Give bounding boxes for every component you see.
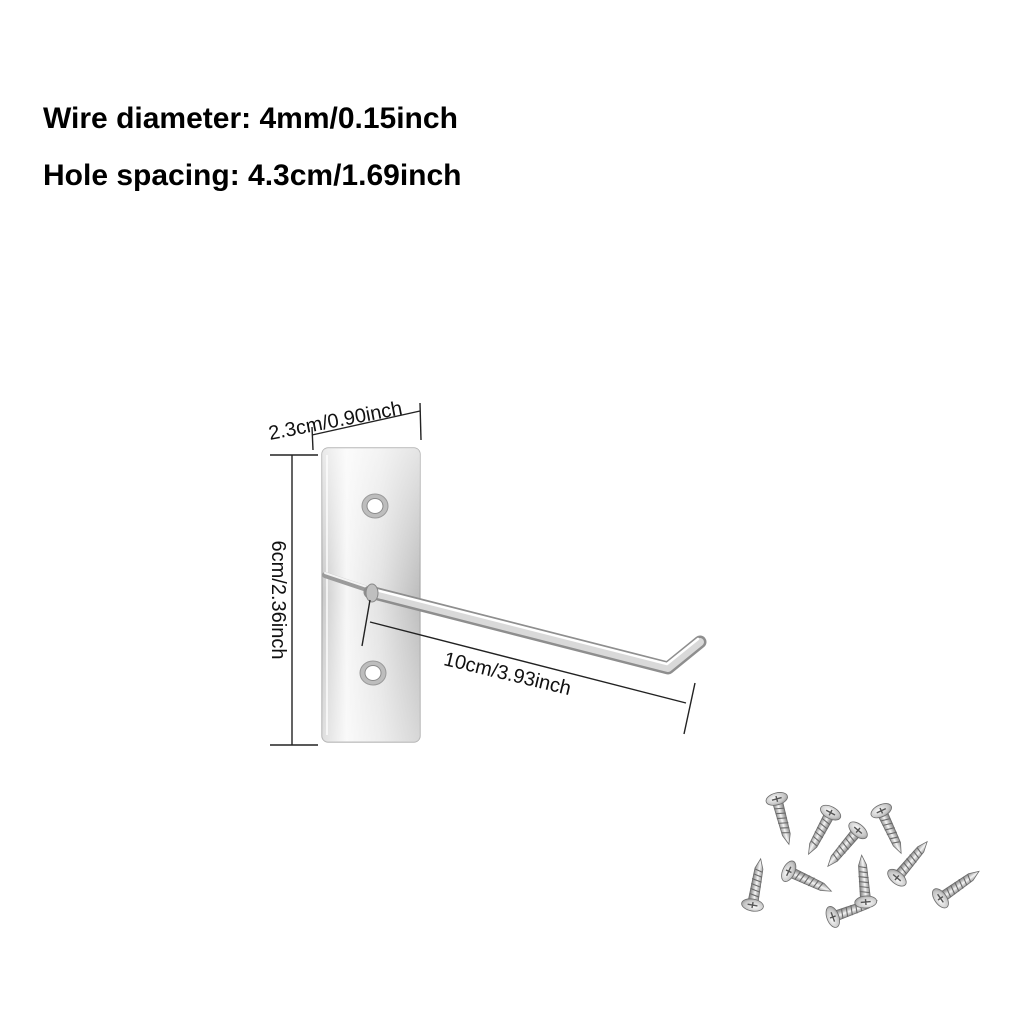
plate-width-label: 2.3cm/0.90inch: [267, 397, 404, 444]
mounting-screw-icon: [739, 789, 986, 931]
plate-height-label: 6cm/2.36inch: [267, 541, 289, 660]
hook-length-label: 10cm/3.93inch: [442, 648, 574, 700]
hole-spacing-spec: Hole spacing: 4.3cm/1.69inch: [43, 159, 462, 192]
wire-diameter-spec: Wire diameter: 4mm/0.15inch: [43, 102, 458, 135]
upper-screw-hole: [361, 493, 389, 519]
pegboard-hook-icon: [321, 447, 707, 743]
dimension-lines: [270, 402, 696, 746]
lower-screw-hole: [359, 660, 387, 686]
